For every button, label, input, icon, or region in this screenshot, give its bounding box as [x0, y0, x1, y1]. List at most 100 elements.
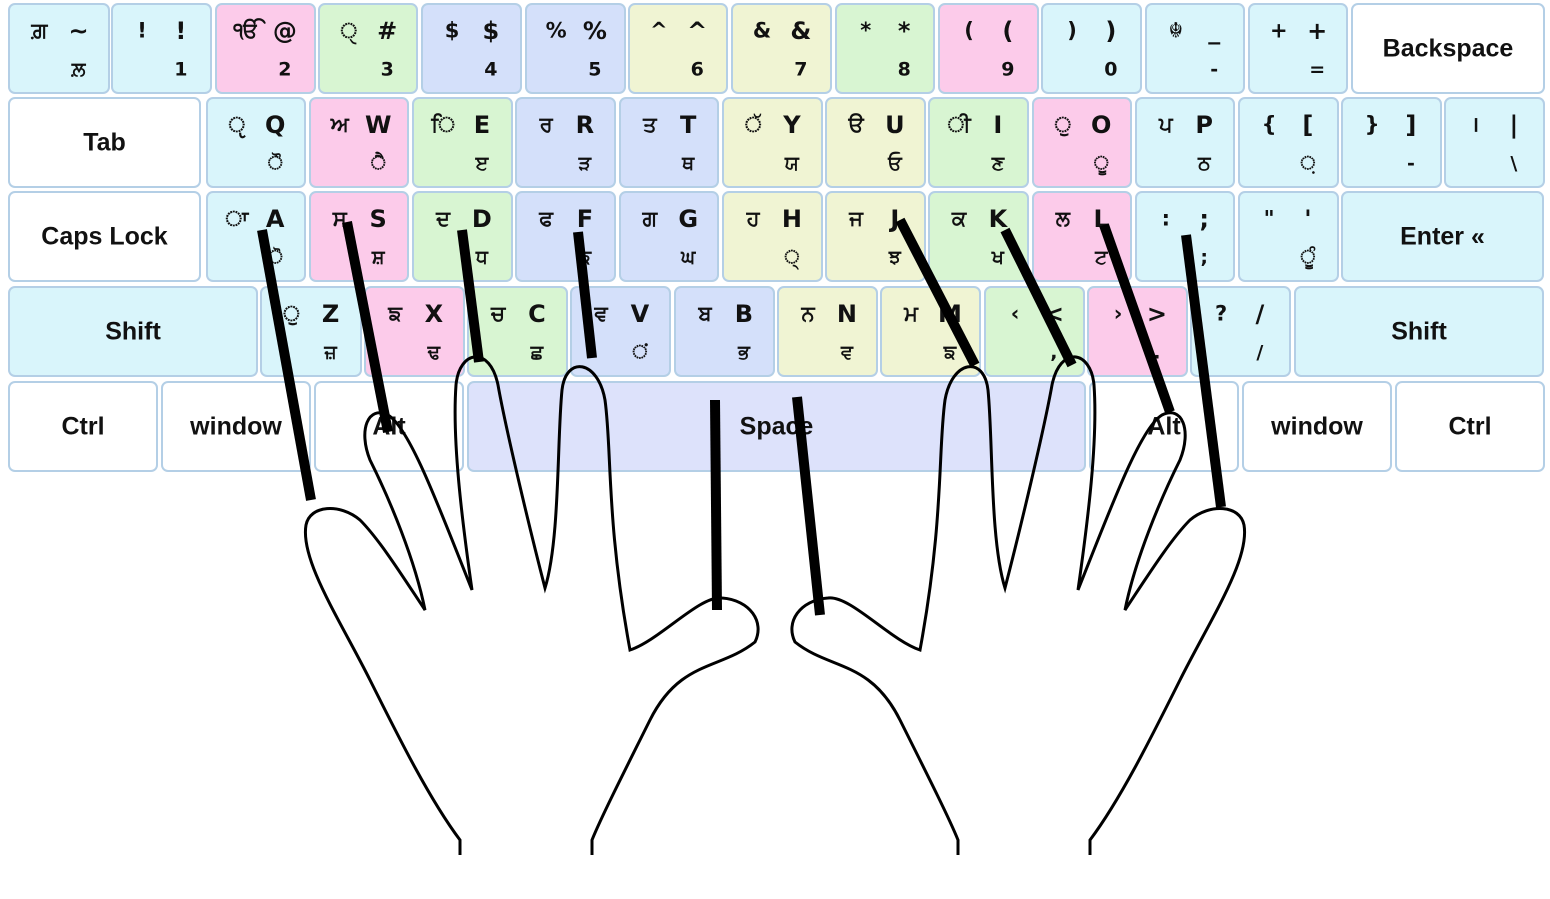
key-rbracket[interactable]: }]-: [1341, 97, 1442, 188]
key-minus[interactable]: ☬_-: [1145, 3, 1245, 94]
key-shift-char: R: [575, 111, 595, 140]
key-label: Alt: [1147, 412, 1181, 440]
key-base-char: ਢ: [427, 341, 441, 364]
key-semicolon[interactable]: :;;: [1135, 191, 1235, 282]
key-alt-shift-char: ‹: [1010, 301, 1020, 326]
key-enter[interactable]: Enter «: [1341, 191, 1544, 282]
key-tab[interactable]: Tab: [8, 97, 201, 188]
key-3[interactable]: ੑ#3: [318, 3, 418, 94]
key-period[interactable]: ›>.: [1087, 286, 1188, 377]
key-rctrl[interactable]: Ctrl: [1395, 381, 1545, 472]
key-lalt[interactable]: Alt: [314, 381, 464, 472]
key-alt-shift-char: !: [137, 18, 147, 43]
key-4[interactable]: $$4: [421, 3, 522, 94]
key-alt-shift-char: ਵ: [594, 301, 608, 326]
key-base-char: ਜ਼: [324, 341, 337, 364]
key-6[interactable]: ^^6: [628, 3, 728, 94]
key-0[interactable]: ))0: [1041, 3, 1142, 94]
key-equals[interactable]: ++=: [1248, 3, 1348, 94]
key-base-char: ਭ: [738, 341, 750, 364]
key-lwin[interactable]: window: [161, 381, 311, 472]
key-alt-shift-char: }: [1364, 112, 1380, 137]
key-space[interactable]: Space: [467, 381, 1086, 472]
key-rshift[interactable]: Shift: [1294, 286, 1544, 377]
key-shift-char: ^: [687, 17, 708, 46]
key-shift-char: ~: [68, 17, 89, 46]
key-shift-char: ': [1304, 205, 1312, 234]
key-label: Alt: [372, 412, 406, 440]
key-backtick[interactable]: ਗ਼~ਲ਼: [8, 3, 110, 94]
key-shift-char: H: [781, 205, 802, 234]
key-alt-shift-char: %: [545, 18, 567, 43]
key-base-char: ਧ: [475, 246, 488, 269]
key-2[interactable]: ੴ@2: [215, 3, 316, 94]
key-shift-char: I: [993, 111, 1003, 140]
key-ralt[interactable]: Alt: [1089, 381, 1239, 472]
key-alt-shift-char: ਅ: [330, 112, 349, 137]
key-label: Backspace: [1382, 34, 1514, 62]
key-backslash[interactable]: ।|\: [1444, 97, 1545, 188]
key-7[interactable]: &&7: [731, 3, 832, 94]
key-alt-shift-char: ਹ: [746, 206, 760, 231]
key-label: Shift: [105, 317, 161, 345]
key-base-char: 6: [690, 58, 704, 81]
key-base-char: 4: [484, 58, 498, 81]
key-slash[interactable]: ?//: [1190, 286, 1291, 377]
key-quote[interactable]: "'ੂੰ: [1238, 191, 1339, 282]
key-base-char: ਂ: [632, 341, 648, 364]
key-5[interactable]: %%5: [525, 3, 626, 94]
key-shift-char: N: [836, 300, 857, 329]
key-lbracket[interactable]: {[਼: [1238, 97, 1339, 188]
key-rwin[interactable]: window: [1242, 381, 1392, 472]
key-shift-char: P: [1195, 111, 1213, 140]
key-shift-char: #: [377, 17, 398, 46]
key-alt-shift-char: ": [1263, 206, 1275, 231]
key-lctrl[interactable]: Ctrl: [8, 381, 158, 472]
key-lshift[interactable]: Shift: [8, 286, 258, 377]
key-base-char: ਯ: [784, 152, 799, 175]
key-alt-shift-char: ਪ: [1159, 112, 1173, 137]
key-alt-shift-char: ਿ: [431, 112, 455, 137]
key-alt-shift-char: ਗ਼: [31, 18, 48, 43]
key-9[interactable]: ((9: [938, 3, 1039, 94]
key-o[interactable]: ੁOੂ: [1032, 97, 1132, 188]
key-shift-char: L: [1093, 205, 1109, 234]
key-backspace[interactable]: Backspace: [1351, 3, 1545, 94]
key-a[interactable]: ਾAੋ: [206, 191, 306, 282]
key-shift-char: ]: [1405, 111, 1417, 140]
key-1[interactable]: !!1: [111, 3, 212, 94]
key-caps[interactable]: Caps Lock: [8, 191, 201, 282]
key-shift-char: V: [630, 300, 650, 329]
key-comma[interactable]: ‹<,: [984, 286, 1085, 377]
key-shift-char: _: [1208, 17, 1221, 46]
key-8[interactable]: **8: [835, 3, 935, 94]
key-alt-shift-char: ›: [1113, 301, 1123, 326]
key-base-char: ੍: [784, 246, 800, 269]
key-shift-char: ): [1105, 17, 1117, 46]
key-shift-char: A: [265, 205, 285, 234]
key-q[interactable]: ੵQੌ: [206, 97, 306, 188]
